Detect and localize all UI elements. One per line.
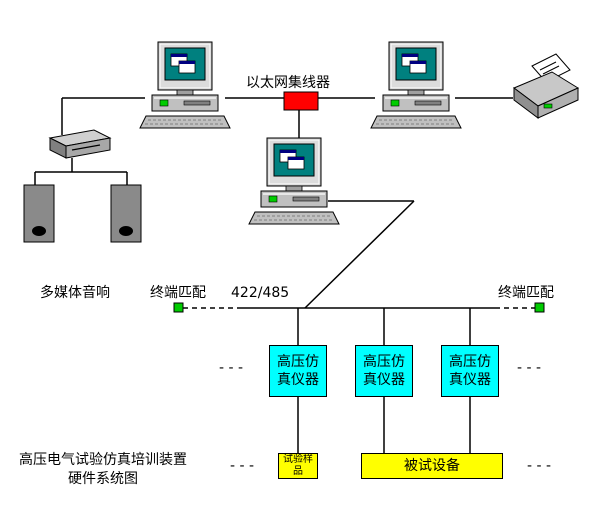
terminal-match-left-label: 终端匹配: [150, 285, 206, 301]
simulator-box: 高压仿真仪器: [269, 345, 327, 397]
computer-icon: [248, 137, 340, 225]
computer-icon: [370, 41, 462, 129]
continuation-mark: - - -: [230, 458, 255, 474]
terminator-icon: [534, 302, 545, 313]
device-under-test-box: 被试设备: [361, 453, 503, 479]
hub-icon: [283, 91, 319, 111]
diagram-caption: 高压电气试验仿真培训装置硬件系统图: [19, 452, 187, 487]
bus-label: 422/485: [231, 285, 290, 301]
test-sample-box: 试验样品: [278, 453, 318, 479]
ethernet-hub-label: 以太网集线器: [246, 75, 330, 91]
speaker-icon: [23, 184, 55, 243]
multimedia-speaker-label: 多媒体音响: [40, 285, 110, 301]
printer-icon: [513, 53, 580, 119]
terminal-match-right-label: 终端匹配: [498, 285, 554, 301]
continuation-mark: - - -: [527, 458, 552, 474]
continuation-mark: - - -: [219, 360, 244, 376]
simulator-box: 高压仿真仪器: [441, 345, 499, 397]
computer-icon: [139, 41, 231, 129]
speaker-icon: [110, 184, 142, 243]
cd-player-icon: [48, 129, 112, 159]
continuation-mark: - - -: [517, 360, 542, 376]
terminator-icon: [173, 302, 184, 313]
simulator-box: 高压仿真仪器: [355, 345, 413, 397]
